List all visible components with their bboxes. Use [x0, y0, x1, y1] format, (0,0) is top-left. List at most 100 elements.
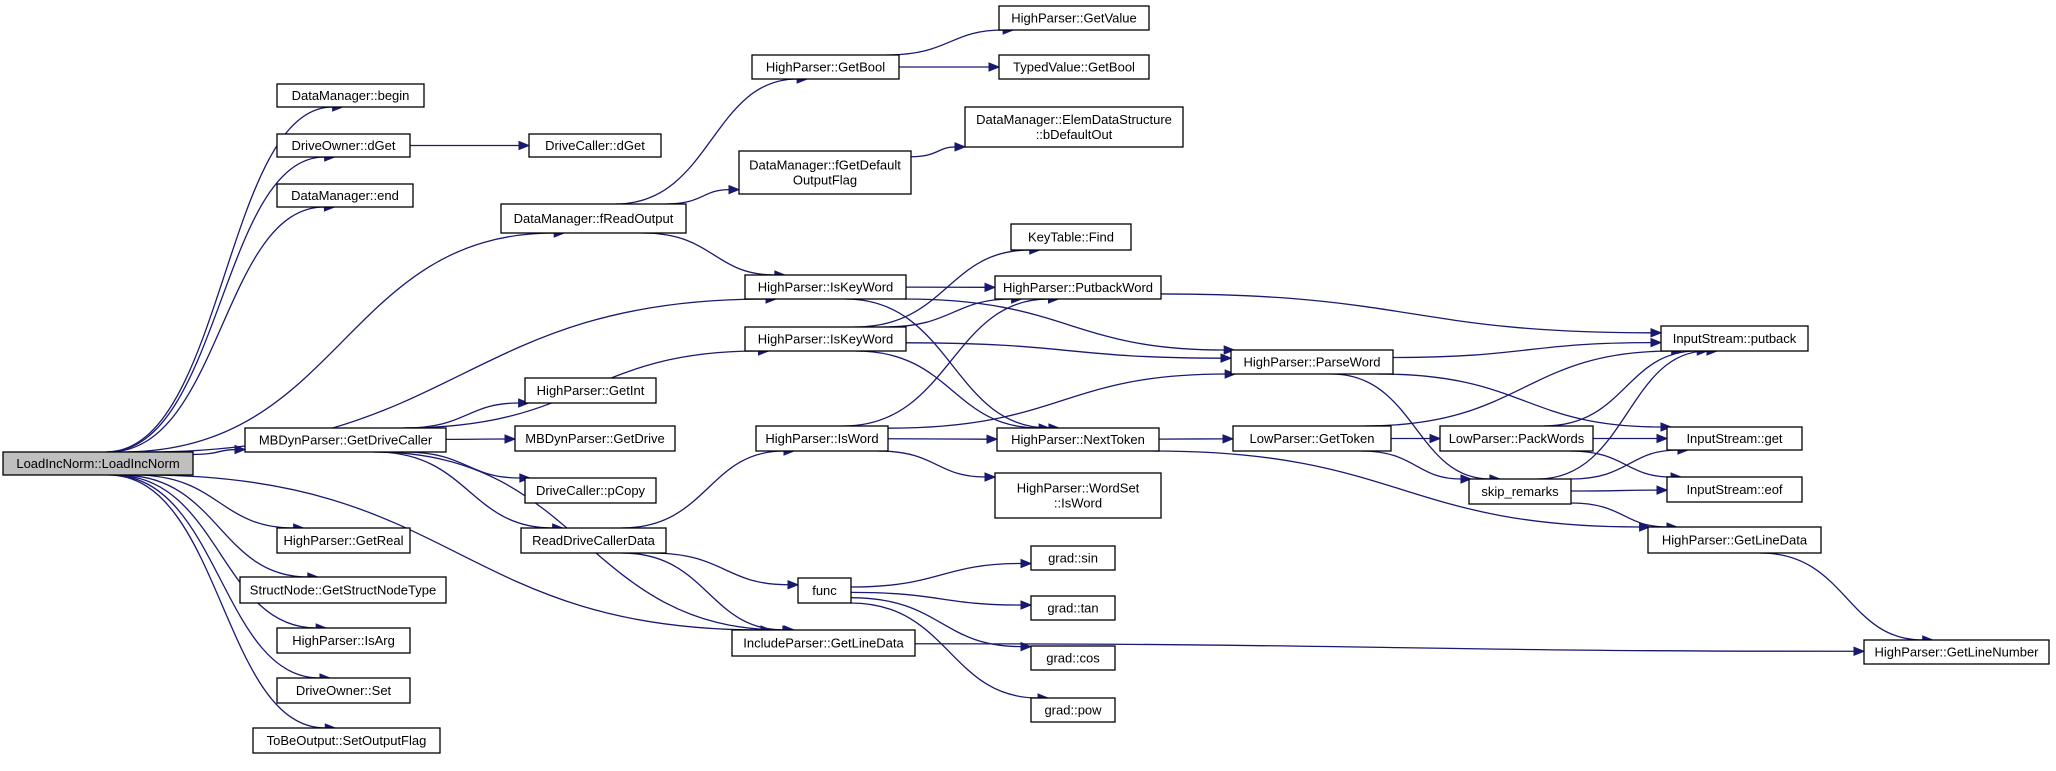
- edge-line: [855, 350, 1040, 429]
- arrowhead-icon: [1020, 600, 1033, 610]
- node-label: StructNode::GetStructNodeType: [250, 583, 436, 598]
- edge-line: [113, 474, 317, 629]
- node-box: [276, 527, 411, 554]
- node-mbdyn-getdrivecaller[interactable]: MBDynParser::GetDriveCaller: [244, 427, 447, 453]
- node-label: LowParser::GetToken: [1249, 431, 1374, 446]
- edge-line: [1569, 450, 1672, 478]
- node-ip-getlinedata[interactable]: IncludeParser::GetLineData: [731, 629, 916, 657]
- edge-lp_packwords-to-is_putback: [1543, 346, 1709, 427]
- edge-root-to-mbdyn_getdrivecaller: [192, 444, 247, 456]
- node-hp-getreal[interactable]: HighParser::GetReal: [276, 527, 411, 554]
- node-label: HighParser::GetLineData: [1662, 533, 1808, 548]
- node-dm-elemdata[interactable]: DataManager::ElemDataStructure::bDefault…: [964, 106, 1184, 148]
- edge-line: [666, 188, 730, 205]
- node-mbdyn-getdrive[interactable]: MBDynParser::GetDrive: [514, 425, 676, 452]
- node-box: [1030, 697, 1116, 723]
- node-func[interactable]: func: [797, 577, 852, 604]
- node-label: DriveOwner::dGet: [291, 138, 395, 153]
- node-dc-pcopy[interactable]: DriveCaller::pCopy: [524, 477, 657, 504]
- node-box: [276, 83, 425, 108]
- edge-line: [105, 106, 333, 453]
- edge-lp_packwords-to-is_get: [1592, 433, 1669, 444]
- node-hp-putbackword[interactable]: HighParser::PutbackWord: [994, 275, 1162, 300]
- node-tv-getbool[interactable]: TypedValue::GetBool: [998, 54, 1150, 80]
- node-hp-wordset-isword[interactable]: HighParser::WordSet::IsWord: [994, 472, 1162, 519]
- node-do-dget[interactable]: DriveOwner::dGet: [276, 133, 411, 158]
- arrowhead-icon: [1224, 369, 1237, 379]
- node-tbo-setoutputflag[interactable]: ToBeOutput::SetOutputFlag: [252, 727, 441, 754]
- node-root[interactable]: LoadIncNorm::LoadIncNorm: [2, 451, 194, 476]
- node-structnode[interactable]: StructNode::GetStructNodeType: [239, 576, 447, 604]
- node-hp-getvalue[interactable]: HighParser::GetValue: [998, 5, 1150, 31]
- node-box: [1666, 476, 1803, 503]
- edge-line: [1570, 502, 1668, 528]
- edge-line: [886, 29, 1004, 56]
- edge-hp_iskeyword1-to-hp_nexttoken: [845, 298, 1061, 433]
- node-hp-getlinenumber[interactable]: HighParser::GetLineNumber: [1863, 639, 2050, 665]
- node-dc-dget[interactable]: DriveCaller::dGet: [528, 133, 662, 158]
- node-dm-begin[interactable]: DataManager::begin: [276, 83, 425, 108]
- node-grad-sin[interactable]: grad::sin: [1030, 545, 1116, 571]
- node-hp-getlinedata[interactable]: HighParser::GetLineData: [1647, 526, 1822, 554]
- node-box: [964, 106, 1184, 148]
- edge-line: [144, 474, 761, 631]
- node-lp-gettoken[interactable]: LowParser::GetToken: [1232, 425, 1392, 452]
- node-label: MBDynParser::GetDriveCaller: [259, 433, 433, 448]
- edge-hp_putbackword-to-is_putback: [1160, 293, 1663, 338]
- node-hp-isword[interactable]: HighParser::IsWord: [755, 425, 889, 452]
- edge-dm_freadoutput-to-dm_fgetdefault: [666, 184, 741, 205]
- node-label: HighParser::GetInt: [537, 383, 645, 398]
- node-label: TypedValue::GetBool: [1013, 60, 1135, 75]
- node-hp-iskeyword1[interactable]: HighParser::IsKeyWord: [744, 274, 907, 300]
- arrowhead-icon: [1656, 433, 1669, 444]
- node-hp-isarg[interactable]: HighParser::IsArg: [276, 627, 411, 654]
- arrowhead-icon: [1660, 422, 1673, 432]
- edge-hp_nexttoken-to-lp_gettoken: [1158, 434, 1235, 444]
- node-label: InputStream::get: [1686, 431, 1782, 446]
- node-box: [751, 54, 900, 80]
- arrowhead-icon: [1220, 353, 1233, 363]
- edge-readdrivecallerdata-to-func: [651, 552, 800, 590]
- node-box: [1439, 425, 1594, 452]
- node-grad-cos[interactable]: grad::cos: [1030, 645, 1116, 671]
- node-box: [1030, 645, 1116, 671]
- node-is-get[interactable]: InputStream::get: [1666, 426, 1803, 451]
- edge-func-to-grad_cos: [850, 597, 1033, 652]
- node-box: [239, 576, 447, 604]
- node-skip-remarks[interactable]: skip_remarks: [1468, 478, 1572, 505]
- node-hp-parseword[interactable]: HighParser::ParseWord: [1230, 349, 1394, 375]
- node-readdrivecallerdata[interactable]: ReadDriveCallerData: [520, 527, 667, 554]
- edge-line: [134, 474, 294, 529]
- node-hp-iskeyword2[interactable]: HighParser::IsKeyWord: [744, 326, 907, 352]
- node-hp-getint[interactable]: HighParser::GetInt: [524, 377, 657, 404]
- edge-skip_remarks-to-is_putback: [1537, 346, 1719, 480]
- edge-line: [375, 451, 553, 529]
- node-label: HighParser::IsWord: [765, 431, 878, 446]
- edge-hp_isword-to-hp_nexttoken: [887, 434, 999, 444]
- edge-line: [404, 402, 519, 429]
- node-dm-freadoutput[interactable]: DataManager::fReadOutput: [500, 203, 687, 234]
- edge-line: [845, 298, 1049, 429]
- edge-line: [854, 249, 1030, 328]
- node-label: DataManager::fReadOutput: [514, 211, 674, 226]
- node-kt-find[interactable]: KeyTable::Find: [1010, 223, 1132, 251]
- node-is-eof[interactable]: InputStream::eof: [1666, 476, 1803, 503]
- node-grad-tan[interactable]: grad::tan: [1030, 595, 1116, 621]
- node-lp-packwords[interactable]: LowParser::PackWords: [1439, 425, 1594, 452]
- node-hp-nexttoken[interactable]: HighParser::NextToken: [996, 427, 1160, 452]
- node-dm-end[interactable]: DataManager::end: [276, 183, 414, 208]
- edge-hp_iskeyword1-to-hp_putbackword: [905, 282, 997, 293]
- node-do-set[interactable]: DriveOwner::Set: [276, 677, 411, 704]
- edge-dm_fgetdefault-to-dm_elemdata: [910, 142, 967, 158]
- node-is-putback[interactable]: InputStream::putback: [1660, 325, 1809, 352]
- edge-line: [850, 591, 1022, 606]
- edge-hp_isword-to-hp_wordset_isword: [878, 450, 997, 482]
- node-label: HighParser::IsKeyWord: [758, 280, 894, 295]
- edge-line: [403, 451, 520, 479]
- node-grad-pow[interactable]: grad::pow: [1030, 697, 1116, 723]
- node-label: LowParser::PackWords: [1449, 431, 1585, 446]
- edge-line: [1153, 450, 1640, 528]
- node-hp-getbool[interactable]: HighParser::GetBool: [751, 54, 900, 80]
- edge-line: [108, 206, 325, 453]
